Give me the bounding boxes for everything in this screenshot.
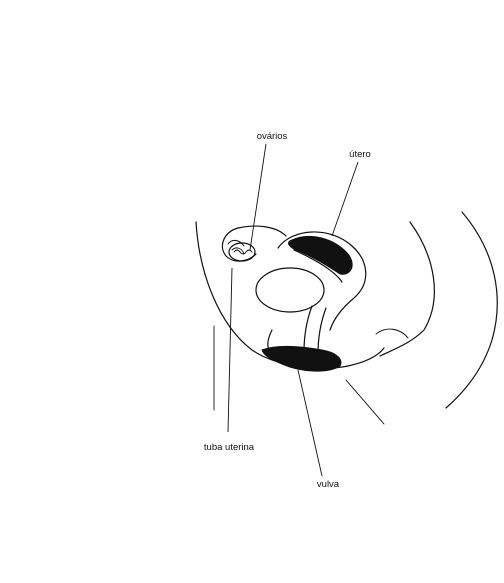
pubic-contour [376,329,408,338]
abdominal-wall-outer [446,212,497,408]
label-ovaries: ovários [257,131,288,142]
vulva-region [262,346,341,371]
abdominal-wall-inner [380,222,434,356]
labels: ovários útero tuba uterina vulva [204,131,371,490]
leader-lines [228,144,358,476]
bladder-shape [256,268,324,312]
leader-uterine-tube [228,268,232,432]
bladder [256,268,324,312]
vagina-and-vulva [262,306,341,371]
leader-vulva [298,370,322,476]
uterus [278,232,366,330]
label-uterus: útero [349,149,371,160]
label-vulva: vulva [317,479,340,490]
thigh-line-right [346,380,384,424]
leader-uterus [332,162,358,236]
pelvic-section-outline [196,212,497,424]
label-uterine-tube: tuba uterina [204,442,255,453]
leader-ovaries [250,144,266,250]
vaginal-canal [304,306,326,354]
